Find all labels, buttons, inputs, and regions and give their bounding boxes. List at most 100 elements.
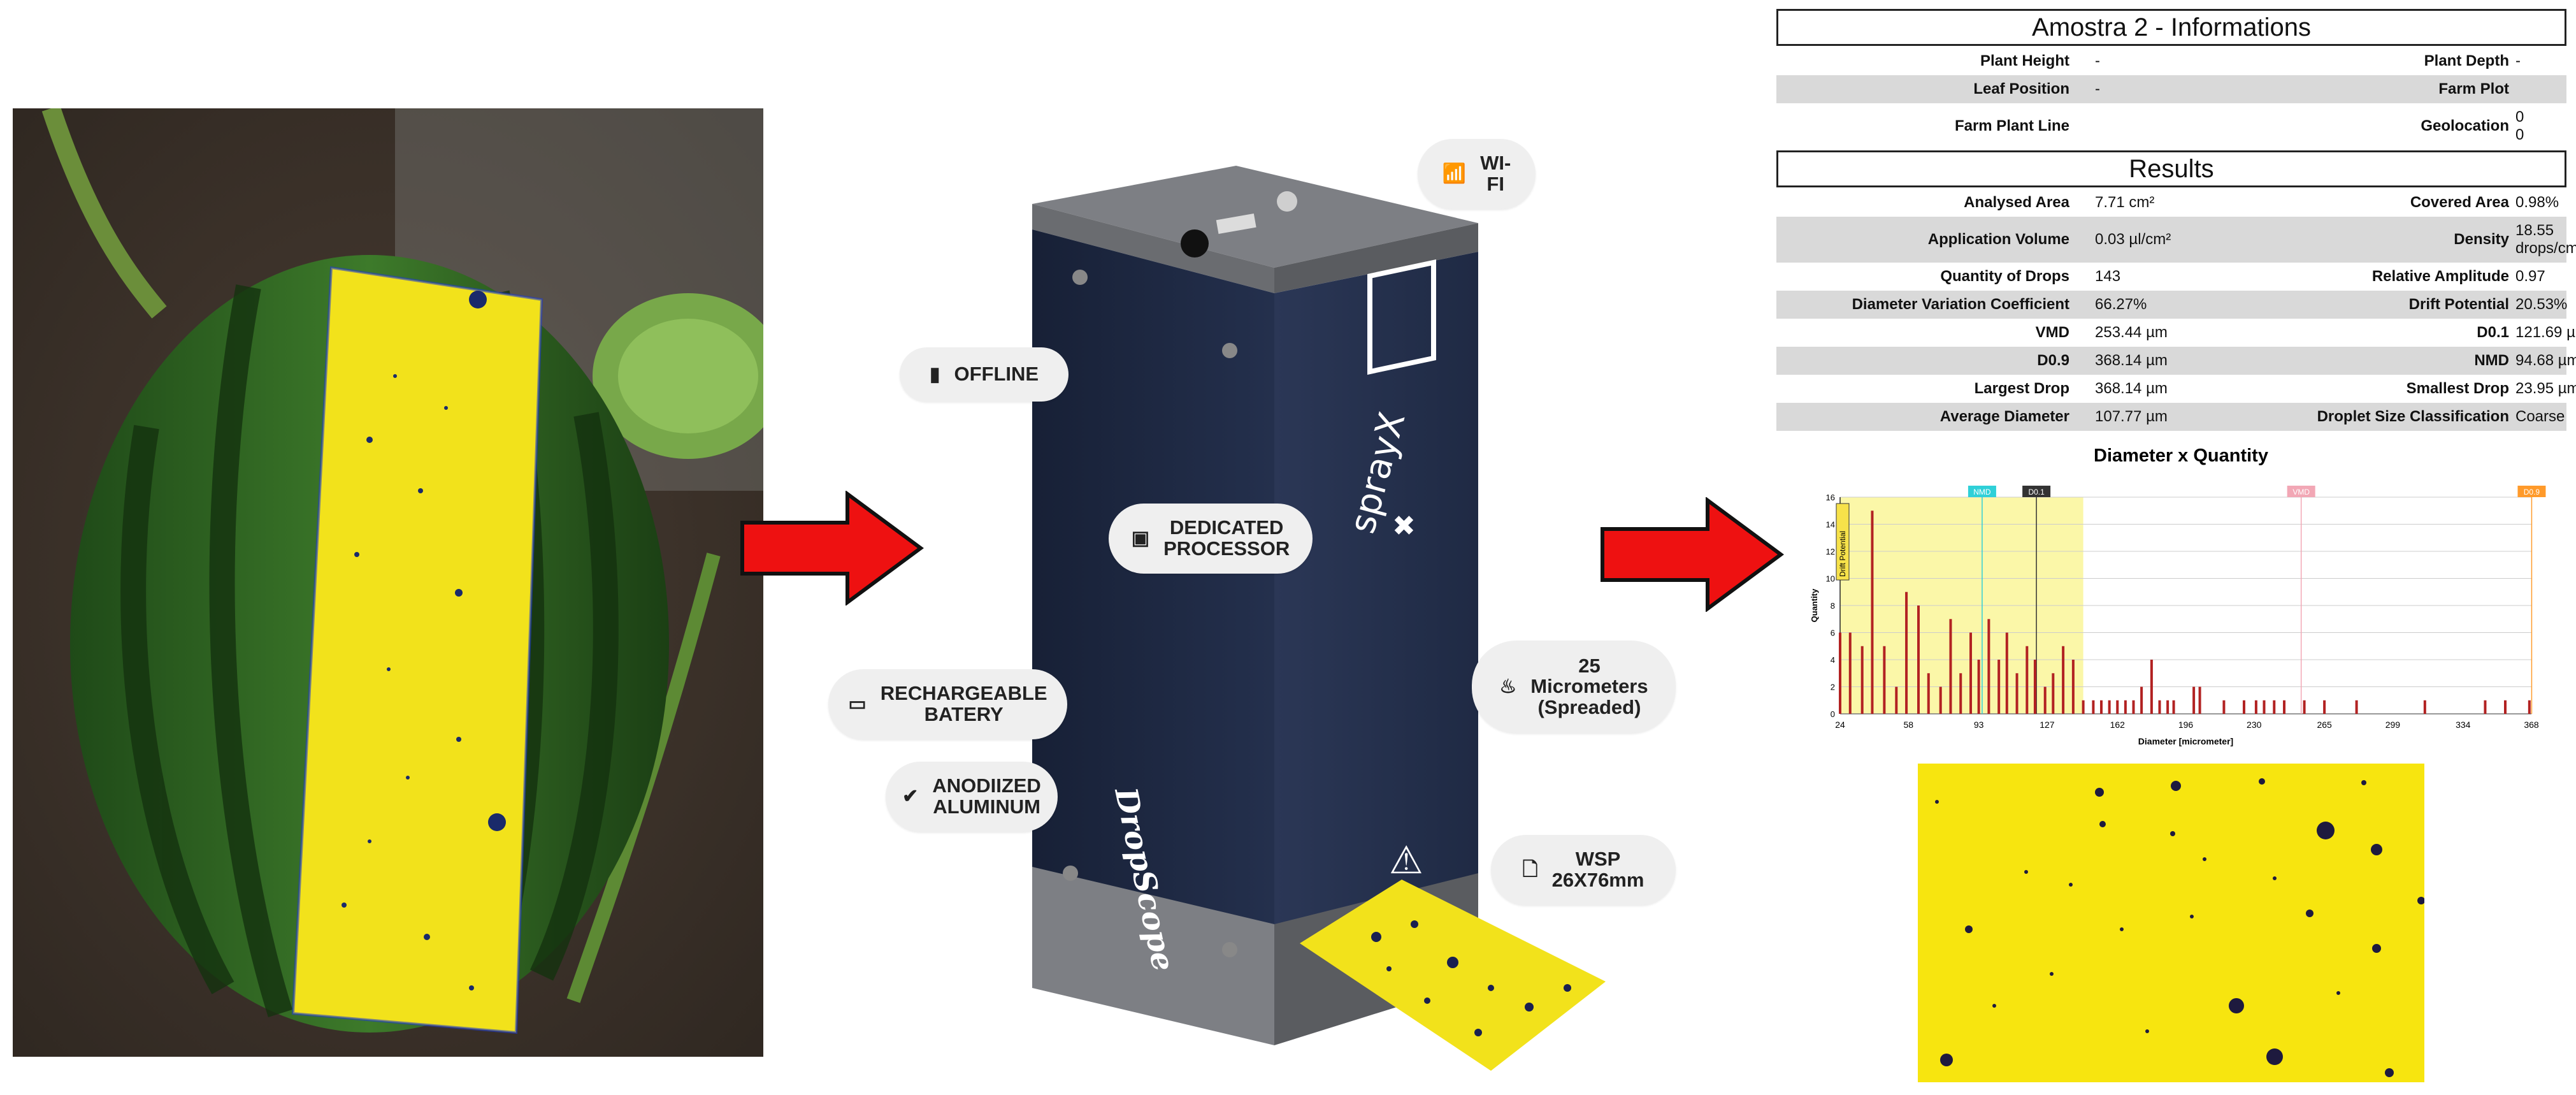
row-value: 0.97	[2515, 268, 2545, 285]
document-icon: 🗋	[1522, 859, 1538, 881]
marker-label: D0.9	[2524, 488, 2540, 497]
bar	[2092, 700, 2095, 714]
wifi-icon: 📶	[1442, 163, 1467, 185]
row-value: 253.44 µm	[2095, 324, 2168, 341]
bar	[2283, 700, 2286, 714]
svg-text:✖: ✖	[1392, 510, 1416, 542]
micrometers-badge: ♨ 25 Micrometers (Spreaded)	[1472, 641, 1676, 733]
row-value: 107.77 µm	[2095, 408, 2168, 425]
row-value: 66.27%	[2095, 296, 2147, 313]
bar	[1860, 646, 1864, 714]
row-label: Largest Drop	[1974, 380, 2069, 397]
bar	[2242, 700, 2245, 714]
bar	[2015, 673, 2018, 714]
row-value: -	[2095, 80, 2100, 98]
row-label: Geolocation	[2421, 117, 2509, 134]
bar	[1977, 660, 1980, 714]
row-label: Farm Plot	[2438, 80, 2509, 98]
row-value: 23.95 µm	[2515, 380, 2576, 397]
bar	[1895, 686, 1898, 714]
y-tick-label: 16	[1826, 493, 1835, 502]
bar	[2263, 700, 2266, 714]
droplet-sample-image	[1918, 764, 2424, 1082]
marker-tag	[1836, 503, 1850, 581]
bar	[2150, 660, 2153, 714]
marker-tag	[1968, 486, 1996, 497]
info-header: Amostra 2 - Informations	[1776, 9, 2566, 46]
y-tick-label: 12	[1826, 547, 1835, 556]
y-tick-label: 0	[1831, 709, 1835, 719]
bar	[2140, 686, 2143, 714]
row-label: D0.9	[2037, 352, 2069, 369]
micrometers-label: 25 Micrometers (Spreaded)	[1530, 654, 1648, 718]
bar	[1927, 673, 1930, 714]
row-label: Drift Potential	[2408, 296, 2509, 313]
bar	[1839, 632, 1841, 714]
bar	[2052, 673, 2055, 714]
row-value: 0 0	[2515, 108, 2524, 143]
x-tick-label: 58	[1903, 720, 1913, 730]
y-tick-label: 2	[1831, 683, 1835, 692]
watermelon-photo	[13, 108, 763, 1057]
bar	[2528, 700, 2531, 714]
bar	[2116, 700, 2119, 714]
dropper-icon: ♨	[1499, 676, 1517, 697]
bar	[2355, 700, 2358, 714]
results-header: Results	[1776, 150, 2566, 187]
row-value: -	[2515, 52, 2521, 69]
row-label: D0.1	[2477, 324, 2509, 341]
bar	[1848, 632, 1852, 714]
row-value: 368.14 µm	[2095, 352, 2168, 369]
x-axis-label: Diameter [micrometer]	[2138, 736, 2233, 746]
row-label: Application Volume	[1927, 231, 2069, 248]
wifi-label: WI- FI	[1480, 152, 1511, 195]
row-value: 20.53%	[2515, 296, 2568, 313]
row-value: 368.14 µm	[2095, 380, 2168, 397]
x-tick-label: 299	[2385, 720, 2401, 730]
bar	[2082, 700, 2085, 714]
x-tick-label: 196	[2178, 720, 2194, 730]
marker-label: Drift Potential	[1838, 531, 1847, 577]
battery-label: RECHARGEABLE BATERY	[880, 682, 1047, 725]
marker-tag	[2517, 486, 2546, 497]
row-value: 0.98%	[2515, 194, 2559, 211]
row-value: Coarse	[2515, 408, 2565, 425]
x-tick-label: 334	[2456, 720, 2471, 730]
bar	[2033, 660, 2036, 714]
bar	[1871, 511, 1874, 714]
bar	[1883, 646, 1886, 714]
table-row: Leaf Position-Farm Plot	[1776, 75, 2566, 103]
y-tick-label: 14	[1826, 520, 1835, 530]
check-icon: ✔	[902, 786, 919, 808]
y-tick-label: 8	[1831, 601, 1835, 611]
wifi-badge: 📶 WI- FI	[1418, 139, 1536, 209]
bar	[2423, 700, 2426, 714]
row-value: 143	[2095, 268, 2121, 285]
bar	[2273, 700, 2276, 714]
x-tick-label: 24	[1835, 720, 1845, 730]
x-tick-label: 368	[2524, 720, 2539, 730]
bar	[2192, 686, 2196, 714]
bar	[2026, 646, 2029, 714]
x-tick-label: 127	[2040, 720, 2055, 730]
row-label: Analysed Area	[1964, 194, 2069, 211]
bar	[1987, 619, 1990, 714]
row-label: Relative Amplitude	[2371, 268, 2509, 285]
bar	[2062, 646, 2065, 714]
marker-label: D0.1	[2028, 488, 2045, 497]
aluminum-label: ANODIIZED ALUMINUM	[932, 774, 1041, 818]
signal-icon: ▮	[929, 363, 940, 385]
bar	[2254, 700, 2257, 714]
bar	[1969, 632, 1973, 714]
x-tick-label: 230	[2247, 720, 2262, 730]
bar	[2323, 700, 2326, 714]
table-row: Plant Height-Plant Depth-	[1776, 47, 2566, 75]
row-label: NMD	[2474, 352, 2509, 369]
row-label: Droplet Size Classification	[2317, 408, 2509, 425]
